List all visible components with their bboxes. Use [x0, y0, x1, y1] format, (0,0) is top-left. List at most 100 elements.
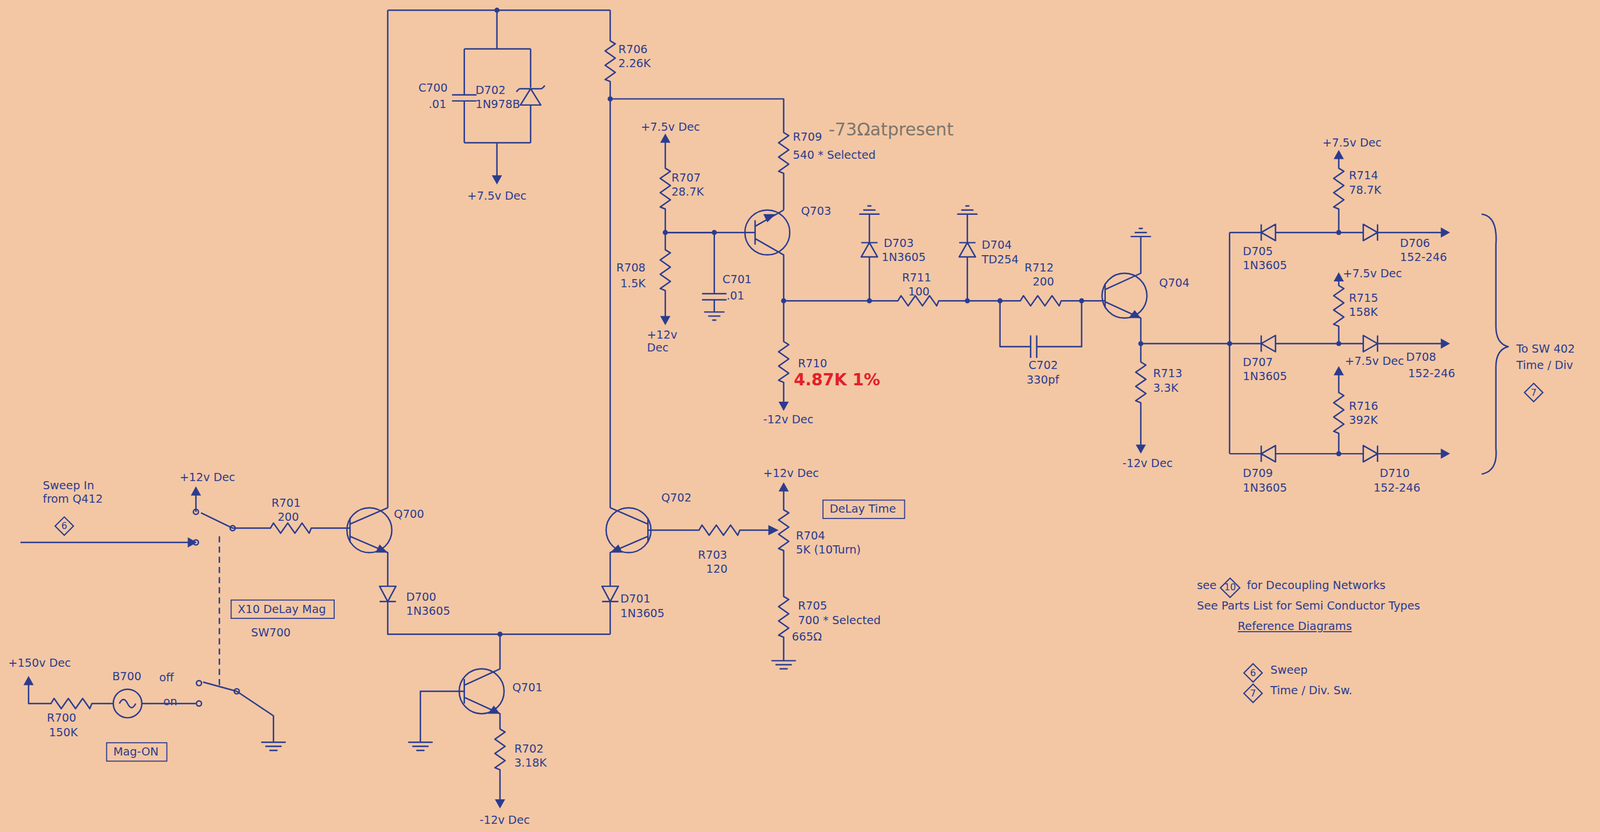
schematic-label: R713 [1153, 367, 1183, 381]
schematic-label: R704 [796, 529, 826, 543]
schematic-label: D707 [1243, 355, 1273, 370]
label-box: DeLay Time [822, 500, 905, 520]
schematic-label: Time / Div. Sw. [1270, 684, 1353, 699]
node-text: Mag-ON [113, 745, 159, 760]
schematic-label: R716 [1348, 400, 1379, 414]
schematic-label: 200 [1032, 275, 1055, 290]
schematic-label: 150K [49, 726, 78, 740]
node-text: X10 DeLay Mag [237, 602, 326, 617]
schematic-label: D701 [620, 592, 651, 607]
schematic-label: 100 [908, 285, 930, 300]
schematic-label: R703 [698, 549, 728, 563]
schematic-label: 1N3605 [1243, 370, 1288, 384]
schematic-label: R705 [797, 599, 828, 614]
schematic-label: see [1196, 579, 1217, 593]
schematic-label: 3.3K [1153, 381, 1179, 395]
schematic-label: -12v Dec [1122, 456, 1173, 471]
schematic-label: .01 [428, 98, 447, 112]
schematic-label: R714 [1348, 169, 1379, 183]
schematic-label: Q700 [393, 508, 425, 522]
schematic-label: D710 [1379, 467, 1410, 481]
schematic-label: D708 [1406, 351, 1436, 365]
schematic-label: 3.18K [514, 757, 547, 771]
reference-diamond: 6 [1243, 663, 1264, 684]
schematic-label: -73Ωatpresent [828, 120, 954, 140]
schematic-label: B700 [112, 670, 142, 684]
schematic-label: on [162, 695, 177, 710]
schematic-label: off [159, 671, 175, 685]
node-text: 7 [1250, 686, 1256, 701]
schematic-label: See Parts List for Semi Conductor Types [1196, 599, 1421, 614]
schematic-label: 1N3605 [1243, 481, 1288, 495]
node-text: 6 [1250, 666, 1256, 680]
schematic-label: +12v Dec [179, 471, 235, 485]
schematic-label: SW700 [251, 626, 291, 640]
schematic-label: 158K [1348, 306, 1378, 320]
schematic-label: .01 [726, 289, 745, 304]
schematic-label: 665Ω [792, 630, 822, 644]
node-text: 7 [1530, 386, 1537, 400]
schematic-label: R712 [1024, 261, 1054, 275]
schematic-label: +7.5v Dec [1322, 136, 1382, 151]
schematic-label: D704 [981, 238, 1012, 253]
schematic-label: 1N3605 [1243, 259, 1288, 273]
schematic-label: R711 [901, 271, 932, 286]
schematic-label: TD254 [981, 252, 1019, 267]
schematic-label: +7.5v Dec [1344, 355, 1404, 369]
schematic-label: 4.87K 1% [793, 371, 881, 390]
label-box: Mag-ON [106, 742, 168, 762]
schematic-label: R706 [618, 42, 648, 57]
schematic-label: -12v Dec [479, 814, 530, 828]
node-text: 10 [1224, 581, 1237, 595]
schematic-label: D703 [883, 236, 914, 251]
schematic-label: D702 [475, 83, 506, 97]
schematic-label: +12v Dec [646, 328, 682, 355]
reference-diamond: 7 [1243, 683, 1264, 704]
schematic-label: R715 [1348, 291, 1379, 305]
schematic-label: Q702 [661, 491, 692, 506]
schematic-label: 700 * Selected [797, 613, 881, 628]
schematic-label: R710 [797, 356, 828, 371]
schematic-label: Q703 [800, 205, 832, 219]
schematic-label: 28.7K [671, 185, 704, 200]
schematic-label: D706 [1400, 236, 1431, 251]
node-text: 6 [61, 519, 68, 534]
schematic-label: 1N3605 [881, 251, 926, 265]
schematic-label: 1N3605 [405, 605, 451, 619]
schematic-label: Q701 [512, 681, 543, 696]
schematic-label: C702 [1028, 359, 1058, 373]
schematic-label: 1N978B [475, 98, 520, 112]
schematic-label: -12v Dec [763, 412, 814, 427]
schematic-label: R707 [671, 171, 701, 185]
label-box: X10 DeLay Mag [230, 599, 335, 620]
schematic-label: D700 [405, 590, 436, 605]
schematic-label: 540 * Selected [792, 148, 876, 163]
schematic-label: Time / Div [1516, 359, 1574, 373]
schematic-label: Sweep [1270, 664, 1308, 678]
schematic-label: 392K [1348, 414, 1378, 428]
reference-diamond: 10 [1219, 577, 1241, 599]
schematic-label: 200 [277, 511, 300, 525]
schematic-label: R701 [271, 496, 301, 510]
schematic-label: 1N3605 [620, 606, 665, 621]
schematic-label: 1.5K [620, 277, 646, 291]
schematic-label: +150v Dec [8, 657, 71, 671]
schematic-label: R709 [792, 130, 822, 145]
schematic-label: Reference Diagrams [1237, 620, 1352, 634]
schematic-label: R708 [616, 261, 646, 275]
schematic-label: +12v Dec [763, 467, 819, 481]
schematic-label: 152-246 [1373, 481, 1421, 495]
schematic-label: D709 [1243, 467, 1273, 481]
schematic-label: +7.5v Dec [1342, 267, 1402, 281]
schematic-label: R700 [46, 712, 76, 726]
schematic-label: 120 [706, 563, 728, 577]
schematic-label: +7.5v Dec [467, 189, 527, 204]
schematic-label: R702 [514, 742, 544, 756]
reference-diamond: 6 [54, 516, 75, 537]
schematic-label: 5K (10Turn) [796, 543, 862, 558]
schematic-label: 2.26K [618, 57, 651, 71]
schematic-label: 78.7K [1348, 183, 1381, 197]
schematic-label: +7.5v Dec [640, 120, 700, 134]
schematic-label: 152-246 [1400, 251, 1447, 265]
